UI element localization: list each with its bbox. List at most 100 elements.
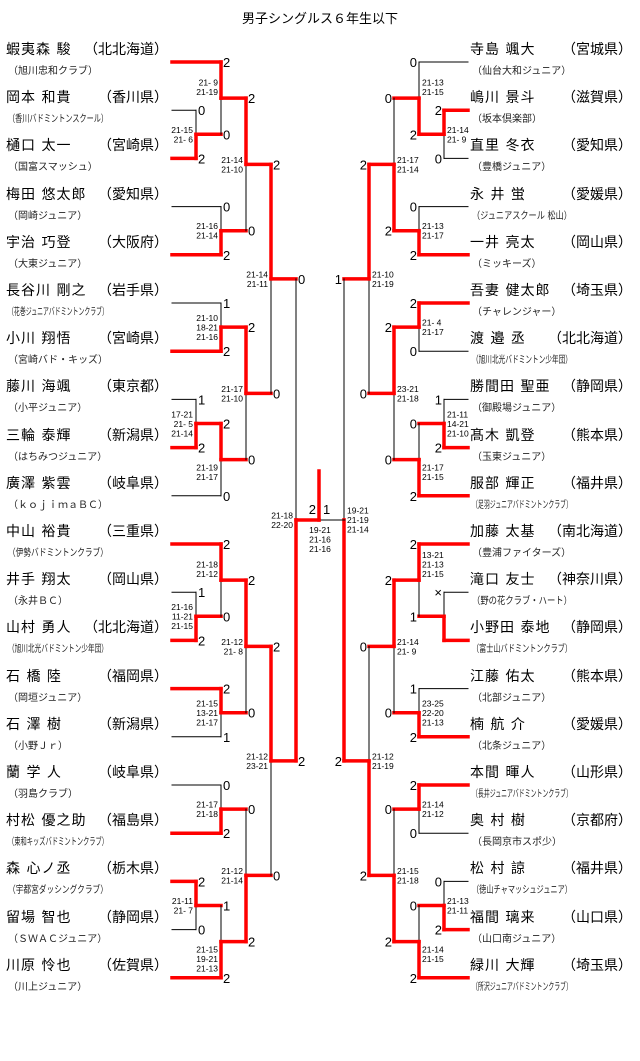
- set-count: 2: [410, 127, 417, 142]
- game-score: 21-14: [422, 945, 444, 955]
- game-score: 21-14: [397, 164, 419, 174]
- player-name: 楠 航 介: [470, 716, 526, 733]
- player-club: （旭川北光バドミントン少年団）: [472, 355, 572, 367]
- player-prefecture: （滋賀県）: [562, 90, 632, 107]
- player-name: 松 村 諒: [470, 861, 526, 878]
- set-count: 0: [223, 609, 230, 624]
- game-score: 21-15: [422, 472, 444, 482]
- game-score: 21-11: [447, 409, 468, 419]
- player-entry: 本間 暉人（山形県）（長井ジュニアバドミントンクラブ）: [470, 765, 632, 803]
- set-count: 2: [273, 157, 280, 172]
- player-club: （花巻ジュニアバドミントンクラブ）: [8, 307, 108, 318]
- game-score: 21-19: [372, 279, 394, 289]
- player-club: （長岡京市スポ少）: [472, 837, 562, 849]
- player-prefecture: （埼玉県）: [562, 957, 632, 974]
- set-count: 2: [435, 441, 442, 456]
- player-club: （山口南ジュニア）: [472, 933, 562, 945]
- player-name: 直里 冬衣: [470, 138, 536, 155]
- player-prefecture: （神奈川県）: [548, 572, 632, 589]
- player-name-row: 小川 翔悟（宮崎県）: [6, 331, 168, 348]
- player-name-row: 加藤 太基（南北海道）: [470, 524, 632, 541]
- game-score: 21-14: [171, 428, 193, 438]
- player-entry: 緑川 大輝（埼玉県）（所沢ジュニアバドミントンクラブ）: [470, 958, 632, 996]
- player-name: 森 心ノ丞: [6, 861, 72, 878]
- set-count: 0: [223, 200, 230, 215]
- player-prefecture: （愛知県）: [98, 186, 168, 203]
- player-prefecture: （埼玉県）: [562, 283, 632, 299]
- player-name-row: 留場 智也（静岡県）: [6, 910, 168, 927]
- player-name: 小野田 泰地: [470, 620, 551, 637]
- player-club: （岡崎ジュニア）: [8, 210, 88, 222]
- set-count: 1: [223, 899, 230, 914]
- player-name: 留場 智也: [6, 909, 72, 926]
- game-score: 21-10: [196, 313, 218, 323]
- set-count: 0: [223, 127, 230, 142]
- set-count: 2: [248, 91, 255, 106]
- player-club: （ミッキーズ）: [472, 258, 542, 270]
- player-name: 石 橋 陸: [6, 668, 62, 685]
- set-count: 2: [410, 778, 417, 793]
- player-prefecture: （岡山県）: [562, 234, 632, 251]
- player-prefecture: （山口県）: [562, 909, 632, 926]
- player-name: 永 井 蛍: [470, 186, 526, 203]
- game-score: 21-18: [397, 393, 419, 403]
- player-club: （チャレンジャー）: [472, 307, 562, 318]
- player-name-row: 髙木 凱登（熊本県）: [470, 428, 632, 445]
- game-score: 23-21: [397, 384, 419, 394]
- player-club: （足羽ジュニアバドミントンクラブ）: [472, 499, 572, 511]
- player-name-row: 三輪 泰輝（新潟県）: [6, 428, 168, 445]
- set-count: 1: [223, 730, 230, 745]
- player-entry: 奥 村 樹（京都府）（長岡京市スポ少）: [470, 813, 632, 851]
- game-score: 19-21: [309, 525, 331, 535]
- game-score: 11-21: [172, 612, 193, 622]
- player-entry: 嶋川 景斗（滋賀県）（坂本倶楽部）: [470, 90, 632, 128]
- player-name: 宇治 巧登: [6, 234, 72, 251]
- player-name: 吾妻 健太郎: [470, 283, 551, 299]
- player-entry: 加藤 太基（南北海道）（豊浦ファイターズ）: [470, 524, 632, 562]
- player-entry: 石 澤 樹（新潟県）（小野Ｊｒ）: [6, 717, 168, 755]
- player-prefecture: （岩手県）: [98, 283, 168, 299]
- set-count: 2: [298, 754, 305, 769]
- player-entry: 滝口 友士（神奈川県）（野の花クラブ・ハート）: [470, 572, 632, 610]
- set-count: 2: [248, 320, 255, 335]
- player-entry: 福間 璃来（山口県）（山口南ジュニア）: [470, 910, 632, 948]
- set-count: 2: [385, 320, 392, 335]
- player-club: （坂本倶楽部）: [472, 114, 542, 126]
- player-club: （国富スマッシュ）: [8, 162, 98, 174]
- game-score: 21-13: [422, 717, 444, 727]
- game-score: 21-14: [422, 800, 444, 810]
- set-count: 2: [198, 633, 205, 648]
- player-club: （宇都宮ダッシングクラブ）: [8, 885, 108, 897]
- player-name-row: 長谷川 剛之（岩手県）: [6, 283, 168, 300]
- game-score: 21-19: [196, 463, 218, 473]
- game-score: 21- 9: [397, 646, 417, 656]
- player-prefecture: （北北海道）: [84, 42, 168, 58]
- player-name-row: 井手 翔太（岡山県）: [6, 572, 168, 589]
- set-count: 2: [223, 55, 230, 70]
- player-name-row: 緑川 大輝（埼玉県）: [470, 958, 632, 975]
- game-score: 22-20: [271, 520, 293, 530]
- set-count: 2: [385, 935, 392, 950]
- player-entry: 三輪 泰輝（新潟県）（はちみつジュニア）: [6, 428, 168, 466]
- game-score: 21-10: [221, 164, 243, 174]
- game-score: 21-12: [196, 569, 218, 579]
- player-name: 梅田 悠太郎: [6, 186, 87, 203]
- player-prefecture: （熊本県）: [562, 668, 632, 685]
- set-count: 1: [323, 502, 330, 517]
- player-entry: 蝦夷森 駿（北北海道）（旭川忠和クラブ）: [6, 42, 168, 80]
- player-name: 樋口 太一: [6, 138, 72, 155]
- player-entry: 留場 智也（静岡県）（ＳＷＡＣジュニア）: [6, 910, 168, 948]
- set-count: 2: [410, 730, 417, 745]
- set-count: 2: [360, 157, 367, 172]
- game-score: 17-21: [171, 409, 193, 419]
- set-count: 0: [360, 639, 367, 654]
- game-score: 21-12: [422, 809, 444, 819]
- set-count: 2: [223, 537, 230, 552]
- player-entry: 宇治 巧登（大阪府）（大東ジュニア）: [6, 235, 168, 273]
- player-name: 服部 輝正: [470, 475, 536, 492]
- set-count: 0: [435, 874, 442, 889]
- player-prefecture: （新潟県）: [98, 716, 168, 733]
- player-club: （小平ジュニア）: [8, 403, 88, 415]
- player-name-row: 小野田 泰地（静岡県）: [470, 620, 632, 637]
- game-score: 21-14: [397, 637, 419, 647]
